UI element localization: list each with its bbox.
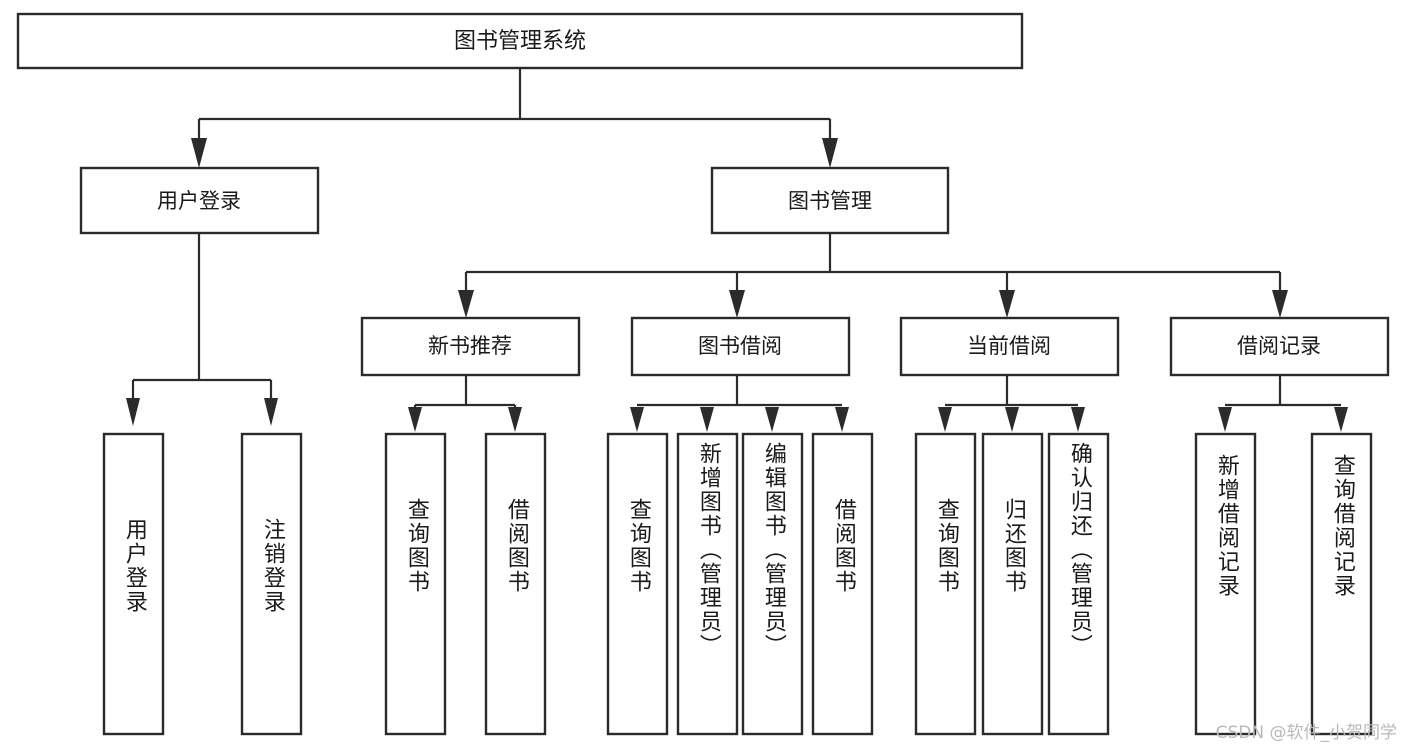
leaf-box-borrow-2[interactable]	[676, 432, 739, 736]
leaf-box-recommend-1[interactable]	[384, 432, 447, 736]
leaf-box-borrow-4[interactable]	[811, 432, 874, 736]
arrow-icon-level2-4	[1272, 290, 1288, 318]
leaf-box-borrow-1[interactable]	[606, 432, 669, 736]
connector-root-to-level1	[191, 68, 838, 168]
node-current-borrow-label: 当前借阅	[967, 334, 1051, 358]
arrow-icon-current-leaf-1	[938, 407, 952, 432]
arrow-icon-current-leaf-3	[1071, 407, 1085, 432]
connector-bookmgmt-to-level2	[458, 233, 1288, 318]
connector-current-to-leaves	[938, 375, 1085, 432]
node-book-borrow-label: 图书借阅	[698, 334, 782, 358]
arrow-icon-recommend-leaf-2	[508, 407, 522, 432]
leaf-group-book-borrow	[606, 432, 874, 736]
node-borrow-record-label: 借阅记录	[1237, 334, 1321, 358]
node-new-book-recommend-label: 新书推荐	[428, 334, 512, 358]
arrow-icon-level2-3	[999, 290, 1015, 318]
arrow-icon-borrow-leaf-4	[835, 407, 849, 432]
node-new-book-recommend[interactable]: 新书推荐	[360, 316, 581, 377]
node-book-management-label: 图书管理	[788, 189, 872, 213]
node-book-borrow[interactable]: 图书借阅	[630, 316, 851, 377]
arrow-icon-borrow-leaf-1	[630, 407, 644, 432]
arrow-icon-record-leaf-2	[1334, 407, 1348, 432]
node-user-login-box[interactable]	[79, 166, 320, 235]
node-root[interactable]: 图书管理系统	[16, 12, 1024, 70]
leaf-box-user-login-2[interactable]	[240, 432, 303, 736]
leaf-box-user-login-1[interactable]	[102, 432, 165, 736]
connector-borrow-to-leaves	[630, 375, 849, 432]
leaf-box-record-2[interactable]	[1310, 432, 1373, 736]
arrow-icon-record-leaf-1	[1218, 407, 1232, 432]
arrow-icon-recommend-leaf-1	[408, 407, 422, 432]
leaf-group-borrow-record	[1194, 432, 1373, 736]
connector-recommend-to-leaves	[408, 375, 522, 432]
arrow-icon-current-leaf-2	[1005, 407, 1019, 432]
node-current-borrow[interactable]: 当前借阅	[899, 316, 1120, 377]
leaf-box-recommend-2[interactable]	[484, 432, 547, 736]
node-borrow-record-box[interactable]	[1169, 316, 1390, 377]
node-borrow-record[interactable]: 借阅记录	[1169, 316, 1390, 377]
node-root-box[interactable]	[16, 12, 1024, 70]
arrow-icon-level2-1	[458, 290, 474, 318]
node-user-login-label: 用户登录	[157, 189, 241, 213]
leaf-box-current-2[interactable]	[981, 432, 1044, 736]
arrow-icon-root-1	[191, 138, 207, 168]
leaf-box-current-1[interactable]	[914, 432, 977, 736]
arrow-icon-root-2	[822, 138, 838, 168]
leaf-group-current-borrow	[914, 432, 1110, 736]
leaf-box-current-3[interactable]	[1047, 432, 1110, 736]
arrow-icon-borrow-leaf-3	[765, 407, 779, 432]
arrow-icon-level2-2	[729, 290, 745, 318]
node-book-management[interactable]: 图书管理	[710, 166, 950, 235]
node-book-management-box[interactable]	[710, 166, 950, 235]
node-root-label: 图书管理系统	[454, 29, 586, 54]
node-new-book-recommend-box[interactable]	[360, 316, 581, 377]
leaf-box-borrow-3[interactable]	[741, 432, 804, 736]
node-current-borrow-box[interactable]	[899, 316, 1120, 377]
arrow-icon-userlogin-leaf-1	[126, 398, 140, 426]
node-user-login[interactable]: 用户登录	[79, 166, 320, 235]
leaf-box-record-1[interactable]	[1194, 432, 1257, 736]
watermark: CSDN @软件_小贺同学	[1215, 723, 1397, 743]
arrow-icon-userlogin-leaf-2	[264, 398, 278, 426]
leaf-group-user-login	[102, 432, 303, 736]
node-book-borrow-box[interactable]	[630, 316, 851, 377]
leaf-group-new-book-recommend	[384, 432, 547, 736]
connector-userlogin-to-leaves	[126, 233, 278, 426]
arrow-icon-borrow-leaf-2	[700, 407, 714, 432]
connector-record-to-leaves	[1218, 375, 1348, 432]
